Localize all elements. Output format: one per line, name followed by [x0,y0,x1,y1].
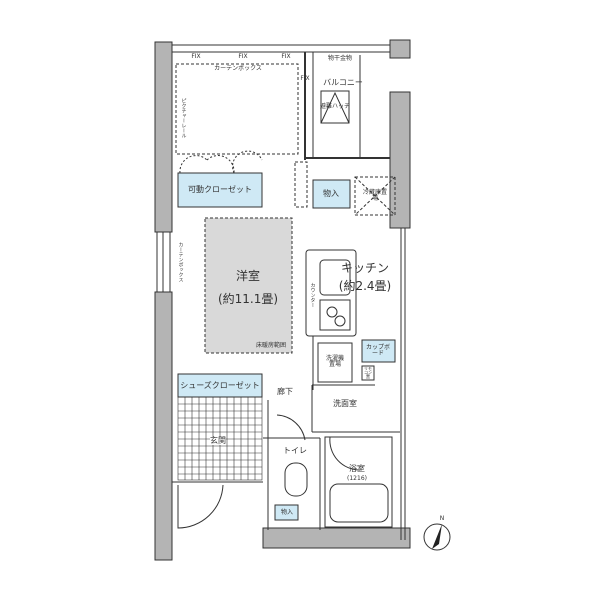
washroom-label: 洗面室 [333,399,357,408]
picture-rail-label: ピクチャーレール [180,98,187,138]
remote-space-label: リモコン置 [364,366,372,379]
laundry-rod-label: 物干金物 [327,55,353,62]
storage-label: 物入 [323,189,339,198]
shoe-closet-label: シューズクローゼット [180,381,260,390]
kitchen-size: (約2.4畳) [338,279,392,293]
toilet-bowl [284,462,308,497]
bathroom-label: 浴室 [349,464,365,473]
escape-hatch [320,90,350,124]
compass [423,523,451,551]
fridge-space-box [354,176,396,216]
floor-heating-label: 床暖房範囲 [255,342,287,349]
toilet-label: トイレ [283,446,307,455]
kitchen-label: キッチン [340,261,390,275]
fix-label: FIX [191,53,201,60]
bathtub [329,483,389,523]
entrance-label: 玄関 [210,436,226,445]
bathroom-size: (1216) [347,475,367,482]
washer-space [317,342,353,383]
fix-label: FIX [238,53,248,60]
western-room-size: (約11.1畳) [217,292,279,306]
cupboard [361,339,396,363]
movable-closet-label: 可動クローゼット [188,185,252,194]
sink [319,259,351,296]
floor-heating-area [204,217,293,354]
fridge-space-label: 冷蔵庫置場 [363,189,388,202]
storage-1 [312,179,351,209]
bottom-wall [262,527,411,549]
bathroom-box [324,436,393,528]
balcony-label: バルコニー [323,78,363,87]
top-right-column [389,39,411,59]
kitchen-counter [305,249,357,337]
fix-label: FIX [300,75,310,82]
counter-label: カウンター [309,282,316,308]
curtain-box-dashed [175,63,299,155]
hallway-label: 廊下 [277,387,293,396]
storage-label: 物入 [280,509,294,516]
right-wall-column [389,91,411,229]
washer-space-label: 洗濯機置場 [325,355,344,368]
fix-label: FIX [281,53,291,60]
left-wall-lower [154,291,173,561]
curtain-box-label: カーテンボックス [214,65,262,72]
north-label: N [439,515,445,522]
cupboard-label: カップボード [365,344,390,357]
shoe-closet [177,373,263,398]
remote-space [361,365,375,381]
storage-2 [274,504,299,521]
western-room-label: 洋室 [235,269,261,283]
movable-closet [177,172,263,208]
curtain-box-side-label: カーテンボックス [177,242,184,282]
left-wall-upper [154,41,173,233]
stove [319,299,351,331]
escape-hatch-label: 避難ハッチ [319,103,351,110]
